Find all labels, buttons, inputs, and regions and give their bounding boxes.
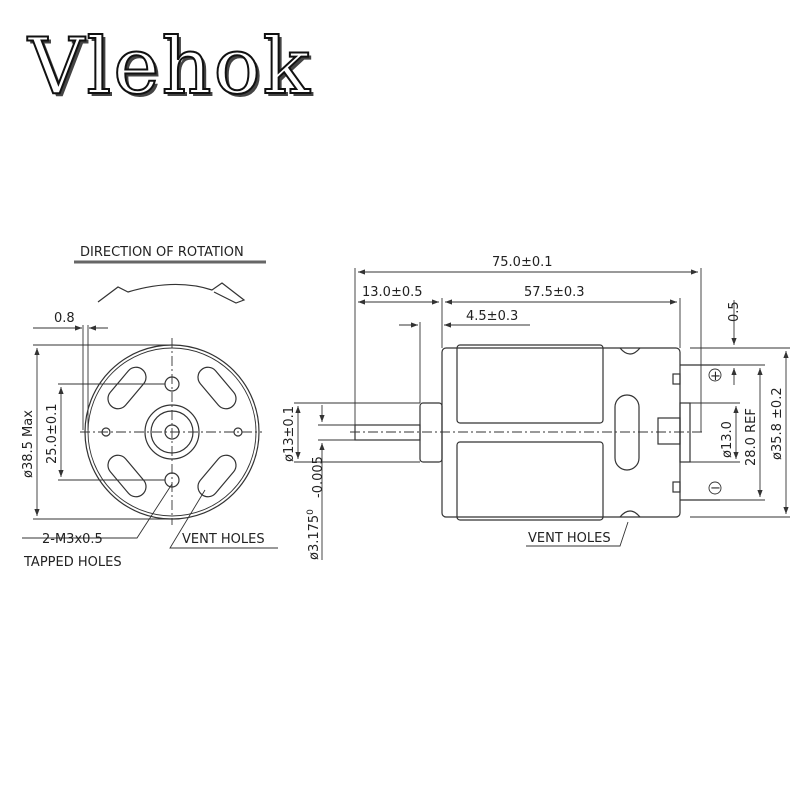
front-view: DIRECTION OF ROTATION 0.8 ø38.5 Max	[21, 245, 278, 570]
vent-holes	[107, 366, 237, 498]
dim-body-length: 57.5±0.3	[524, 285, 585, 300]
dim-shaft-length: 13.0±0.5	[362, 285, 423, 300]
dim-terminal-offset: 0.5	[727, 301, 742, 322]
dim-terminal-spacing: 28.0 REF	[744, 408, 759, 466]
minus-icon: −	[710, 481, 721, 496]
rotation-arrow-icon	[97, 282, 246, 304]
shaft	[354, 424, 421, 441]
dim-rear-boss: ø13.0	[720, 421, 735, 458]
direction-label: DIRECTION OF ROTATION	[80, 245, 244, 260]
tapped-holes-line2: TAPPED HOLES	[23, 555, 122, 570]
motor-body	[441, 347, 681, 518]
dim-total-length: 75.0±0.1	[492, 255, 553, 270]
dim-hub-diameter: ø13±0.1	[282, 406, 297, 462]
dim-shaft-diameter: ø3.1750	[306, 509, 322, 560]
dim-shaft-tolerance: -0.005	[311, 456, 326, 498]
dim-hole-spacing: 25.0±0.1	[45, 403, 60, 464]
dim-diameter: ø38.5 Max	[21, 410, 36, 478]
rear-bushing	[657, 417, 681, 445]
side-view: + − 75.0±0.1 13.0±0.5 57.5±0.3 4.5±0.3 0…	[282, 255, 790, 560]
dim-body-diameter: ø35.8 ±0.2	[770, 387, 785, 460]
tapped-holes-line1: 2-M3x0.5	[42, 532, 103, 547]
dim-hub-length: 4.5±0.3	[466, 309, 518, 324]
dim-gap: 0.8	[54, 311, 75, 326]
brand-watermark: Vlehok	[27, 21, 312, 113]
side-vent-holes-label: VENT HOLES	[528, 531, 611, 546]
plus-icon: +	[710, 369, 721, 384]
front-hub	[419, 402, 443, 463]
front-vent-holes-label: VENT HOLES	[182, 532, 265, 547]
side-vent-slot	[614, 394, 640, 471]
